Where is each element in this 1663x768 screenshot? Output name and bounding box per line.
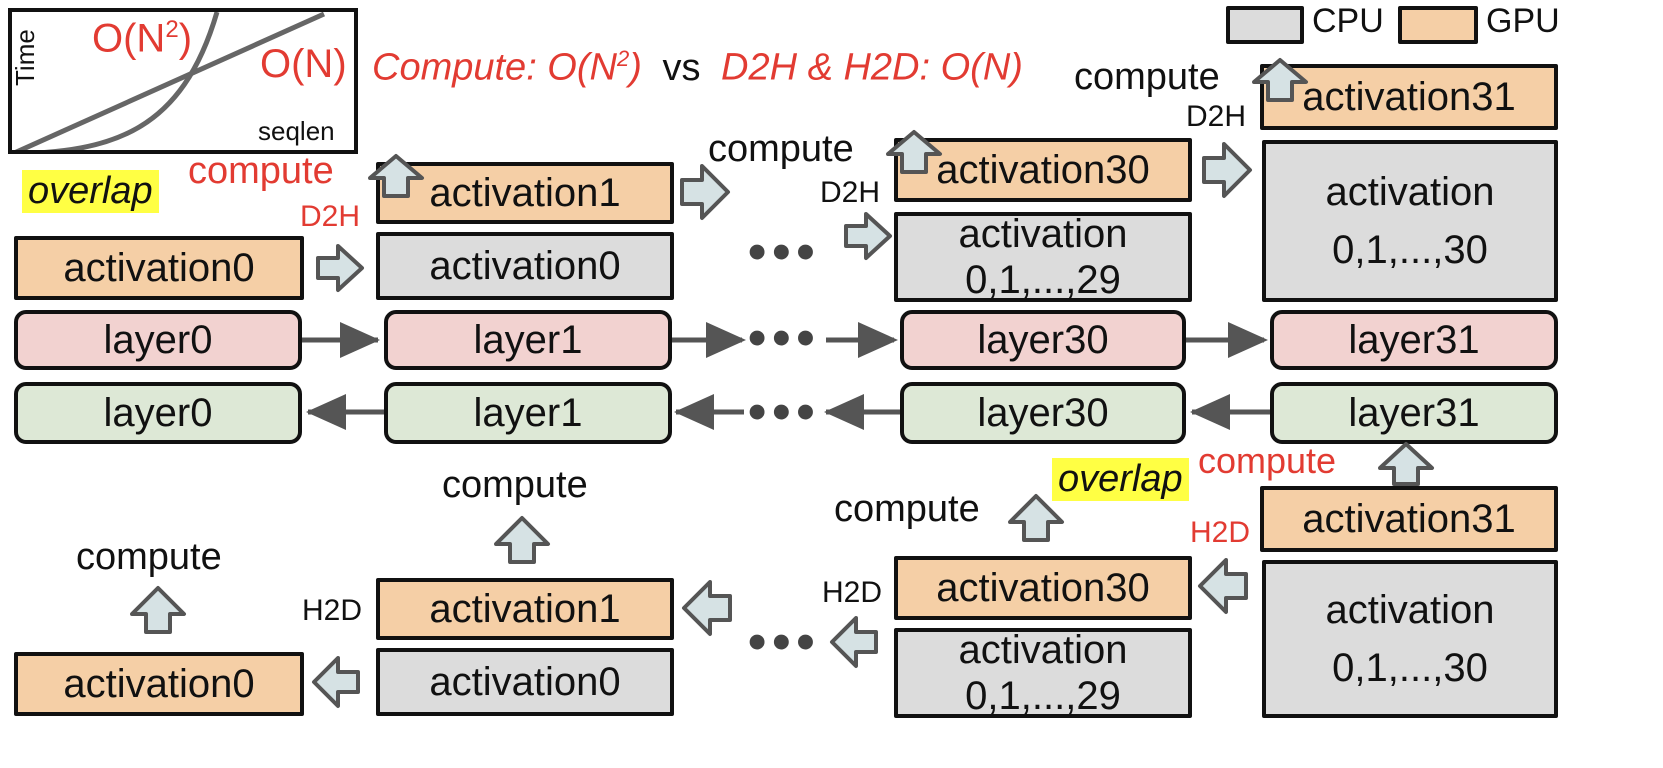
complexity-inset-plot: Time seqlen O(N2) O(N) bbox=[8, 8, 358, 154]
bottom-h2d-arrow-0 bbox=[312, 656, 360, 708]
top-act30-line1: activation bbox=[1325, 170, 1495, 214]
bottom-act29-line1: activation bbox=[958, 628, 1128, 672]
bottom-activation0-gpu: activation0 bbox=[14, 652, 304, 716]
bottom-compute-label-c: compute bbox=[834, 488, 980, 530]
forward-layer31: layer31 bbox=[1270, 310, 1558, 370]
inset-y-label: Time bbox=[10, 29, 40, 86]
inset-x-label: seqlen bbox=[258, 116, 335, 146]
bottom-ellipsis: ••• bbox=[748, 613, 821, 671]
top-arrow-act30-next bbox=[1202, 142, 1252, 198]
inset-linear-label: O(N) bbox=[260, 42, 347, 86]
legend-gpu-swatch bbox=[1398, 6, 1478, 44]
top-d2h-arrow-29 bbox=[844, 212, 892, 260]
bottom-activation31-gpu: activation31 bbox=[1260, 486, 1558, 552]
legend-cpu-swatch bbox=[1226, 6, 1304, 44]
bottom-act29-line2: 0,1,...,29 bbox=[965, 674, 1121, 718]
legend-cpu-label: CPU bbox=[1312, 2, 1384, 40]
top-act29-line1: activation bbox=[958, 212, 1128, 256]
bottom-compute-up-arrow-31 bbox=[1378, 442, 1434, 486]
backward-layer30: layer30 bbox=[900, 382, 1186, 444]
top-arrow-act1-next bbox=[680, 164, 730, 220]
backward-layer1: layer1 bbox=[384, 382, 672, 444]
fwd-arrowhead-1-dots bbox=[706, 322, 746, 358]
bottom-activation1-gpu: activation1 bbox=[376, 578, 674, 640]
bottom-compute-up-arrow-30 bbox=[1008, 494, 1064, 542]
fwd-arrowhead-0-1 bbox=[340, 322, 380, 358]
top-d2h-label: D2H bbox=[300, 200, 361, 233]
bottom-h2d-label-c: H2D bbox=[822, 576, 883, 609]
bottom-act30-line1: activation bbox=[1325, 588, 1495, 632]
bwd-arrowhead-31-30 bbox=[1190, 394, 1230, 430]
top-compute-label-2: compute bbox=[708, 128, 854, 170]
bottom-compute-label-a: compute bbox=[76, 536, 222, 578]
bottom-h2d-label-red: H2D bbox=[1190, 516, 1251, 549]
bottom-activation-0-30-cpu: activation 0,1,...,30 bbox=[1262, 560, 1558, 718]
fwd-arrowhead-30-31 bbox=[1228, 322, 1268, 358]
bottom-activation0-cpu: activation0 bbox=[376, 648, 674, 716]
legend-gpu-label: GPU bbox=[1486, 2, 1560, 40]
bwd-arrowhead-dots-1 bbox=[674, 394, 714, 430]
top-activation0-cpu: activation0 bbox=[376, 232, 674, 300]
bottom-arrow-into-act1 bbox=[682, 580, 732, 636]
top-activation1-gpu: activation1 bbox=[376, 162, 674, 224]
bottom-compute-label-b: compute bbox=[442, 464, 588, 506]
backward-layer31: layer31 bbox=[1270, 382, 1558, 444]
bottom-compute-up-arrow-0 bbox=[130, 586, 186, 634]
forward-layer1: layer1 bbox=[384, 310, 672, 370]
forward-layer30: layer30 bbox=[900, 310, 1186, 370]
bottom-activation-0-29-cpu: activation 0,1,...,29 bbox=[894, 628, 1192, 718]
top-compute-label: compute bbox=[188, 150, 334, 192]
top-activation0-gpu: activation0 bbox=[14, 236, 304, 300]
forward-ellipsis: ••• bbox=[748, 309, 821, 367]
top-ellipsis: ••• bbox=[748, 223, 821, 281]
inset-quadratic-label: O(N2) bbox=[92, 16, 193, 61]
bottom-compute-label-red: compute bbox=[1198, 440, 1337, 481]
inset-curves bbox=[14, 12, 326, 150]
top-compute-label-3: compute bbox=[1074, 56, 1220, 98]
bwd-arrowhead-30-dots bbox=[824, 394, 864, 430]
backward-ellipsis: ••• bbox=[748, 383, 821, 441]
quadratic-curve bbox=[44, 12, 220, 150]
top-act30-line2: 0,1,...,30 bbox=[1332, 228, 1488, 272]
bottom-h2d-label-b: H2D bbox=[302, 594, 363, 627]
top-overlap-highlight: overlap bbox=[22, 170, 159, 213]
bottom-act30-line2: 0,1,...,30 bbox=[1332, 646, 1488, 690]
top-activation30-gpu: activation30 bbox=[894, 138, 1192, 202]
bottom-h2d-arrow-30 bbox=[1198, 558, 1248, 614]
bottom-compute-up-arrow-1 bbox=[494, 516, 550, 564]
bottom-activation30-gpu: activation30 bbox=[894, 556, 1192, 620]
bwd-arrowhead-1-0 bbox=[306, 394, 346, 430]
headline: Compute: O(N2) vs D2H & H2D: O(N) bbox=[372, 46, 1023, 89]
fwd-arrowhead-dots-30 bbox=[858, 322, 898, 358]
top-d2h-label-3: D2H bbox=[1186, 100, 1247, 133]
top-act29-line2: 0,1,...,29 bbox=[965, 258, 1121, 302]
top-activation-0-29-cpu: activation 0,1,...,29 bbox=[894, 212, 1192, 302]
linear-curve bbox=[14, 12, 326, 150]
bottom-overlap-highlight: overlap bbox=[1052, 458, 1189, 501]
backward-layer0: layer0 bbox=[14, 382, 302, 444]
top-activation-0-30-cpu: activation 0,1,...,30 bbox=[1262, 140, 1558, 302]
top-d2h-label-2: D2H bbox=[820, 176, 881, 209]
top-d2h-arrow-0 bbox=[316, 244, 364, 292]
top-activation31-gpu: activation31 bbox=[1260, 64, 1558, 130]
forward-layer0: layer0 bbox=[14, 310, 302, 370]
bottom-arrow-from-29 bbox=[830, 616, 878, 668]
